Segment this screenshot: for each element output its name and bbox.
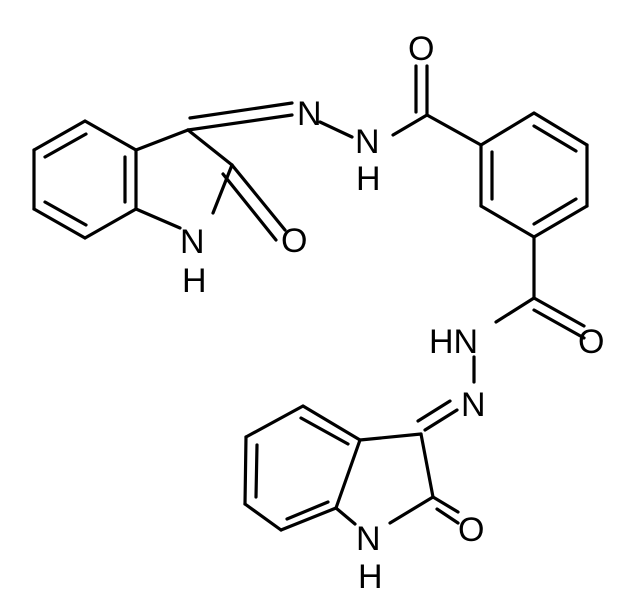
atom-label-o-lower-carbonyl: O: [578, 323, 604, 361]
lower-carbonyl: [494, 235, 586, 340]
atom-label-n-upper-ring: N: [180, 223, 205, 261]
atom-label-o-lower-lactam: O: [458, 511, 484, 549]
atom-label-o-top: O: [408, 30, 434, 68]
lower-lactam-carbonyl: [431, 495, 460, 525]
upper-pyrrole-ring: [134, 128, 234, 230]
atom-label-h-upper-ring: H: [182, 262, 207, 300]
upper-benzene-ring: [32, 119, 138, 240]
atom-label-n-lower-imine: N: [461, 386, 486, 424]
atom-label-n-upper-imine: N: [297, 95, 322, 133]
atom-label-h-lower-ring: H: [358, 558, 383, 596]
central-benzene-ring: [479, 111, 589, 239]
lower-benzene-ring: [243, 404, 362, 532]
lower-hydrazone-bonds: [416, 355, 476, 432]
upper-lactam-carbonyl: [221, 163, 287, 242]
upper-hydrazone-bonds: [186, 101, 429, 139]
lower-pyrrole-ring: [334, 432, 435, 526]
atom-label-h-upper-amide: H: [356, 160, 381, 198]
top-carbonyl: [414, 64, 483, 147]
atom-label-n-lower-ring: N: [356, 520, 381, 558]
atom-label-n-upper-amide: N: [355, 123, 380, 161]
atom-label-o-upper-lactam: O: [281, 222, 307, 260]
atom-label-hn-lower-amide: HN: [429, 323, 478, 361]
